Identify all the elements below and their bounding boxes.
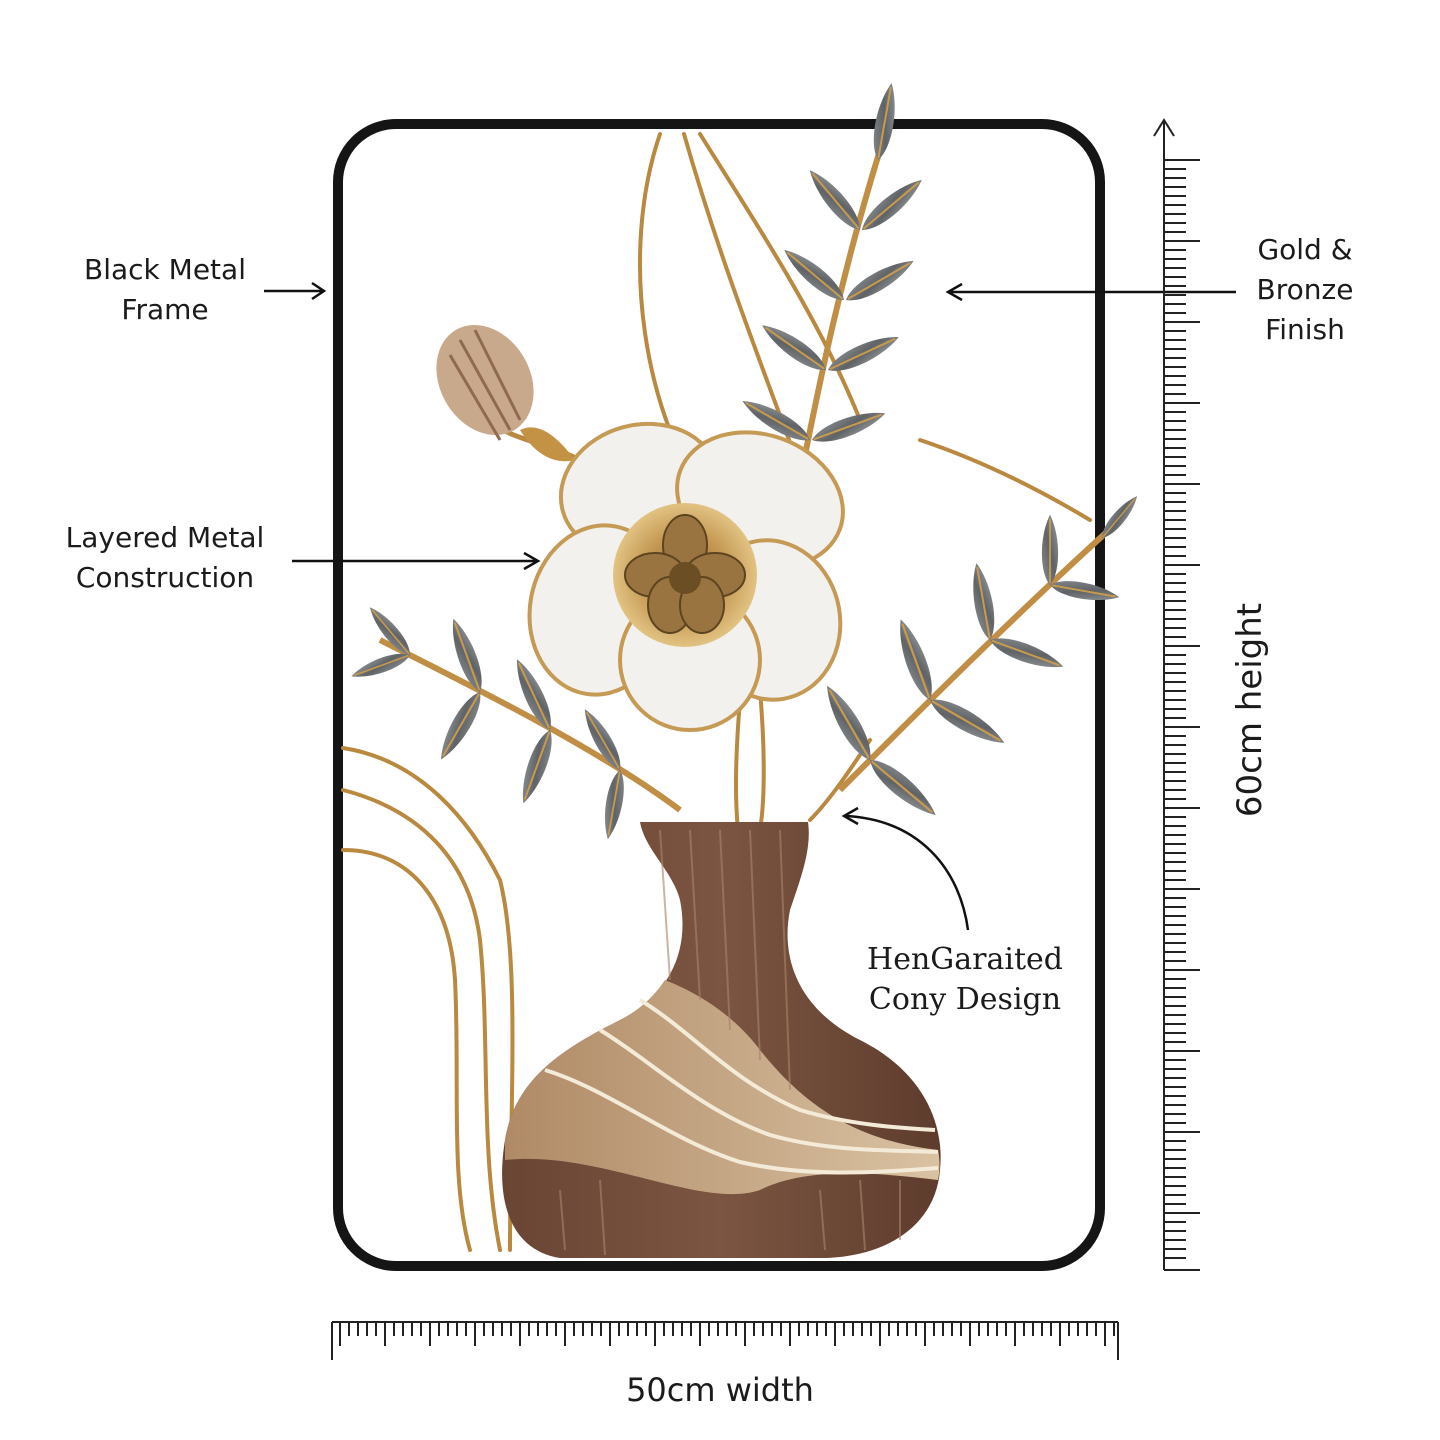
finish-label: Gold & Bronze Finish <box>1256 233 1354 346</box>
arrow-layer <box>292 551 541 571</box>
design-label: HenGaraited Cony Design <box>867 942 1063 1017</box>
wooden-vase <box>502 822 941 1258</box>
height-label: 60cm height <box>1230 602 1270 818</box>
callout-arrows <box>264 281 1236 931</box>
left-fern <box>348 601 682 842</box>
white-flower <box>527 421 845 732</box>
arrow-frame <box>264 281 327 301</box>
construction-label: Layered Metal Construction <box>65 521 265 594</box>
arrow-craft <box>841 806 970 931</box>
width-label: 50cm width <box>626 1371 814 1409</box>
upper-fern <box>736 80 929 481</box>
right-fern <box>817 491 1143 824</box>
width-ruler <box>331 1321 1119 1360</box>
height-ruler <box>1153 118 1200 1271</box>
frame-label: Black Metal Frame <box>84 253 246 326</box>
arrow-finish <box>945 282 1236 302</box>
metal-frame <box>333 119 1105 1271</box>
flower-bud <box>436 324 582 463</box>
